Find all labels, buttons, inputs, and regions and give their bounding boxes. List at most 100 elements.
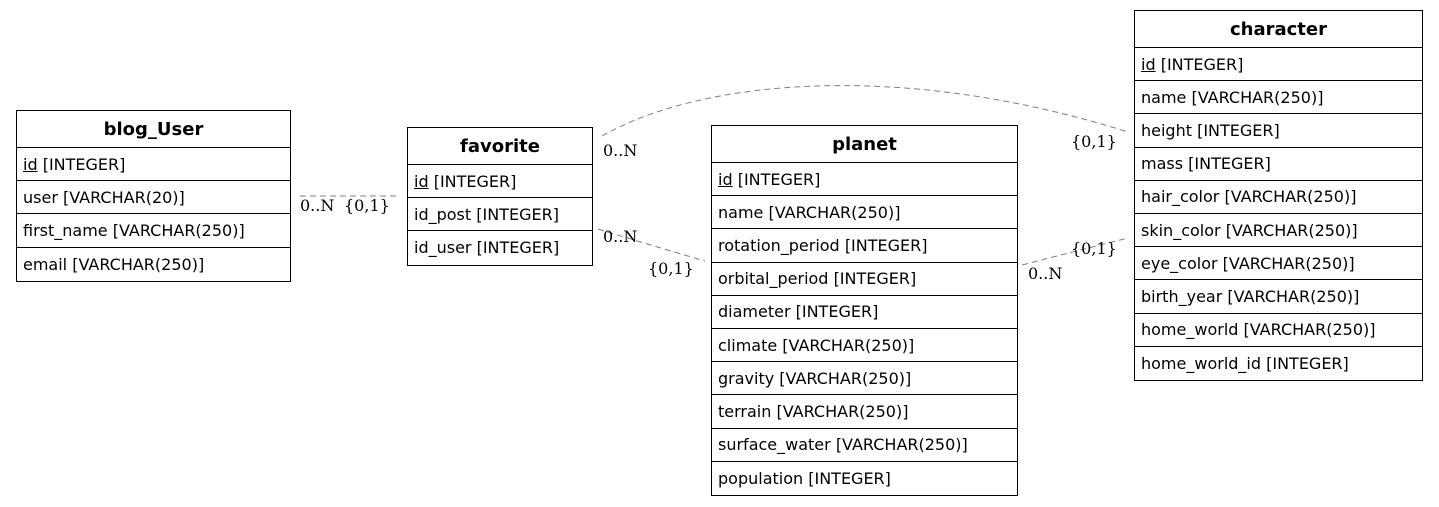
field-row[interactable]: email [VARCHAR(250)] <box>17 248 290 281</box>
field-type: [INTEGER] <box>42 154 126 174</box>
field-type: [VARCHAR(250)] <box>776 401 909 421</box>
field-row[interactable]: climate [VARCHAR(250)] <box>712 329 1017 363</box>
field-type: [INTEGER] <box>737 169 821 189</box>
field-name: id <box>414 171 429 191</box>
field-row[interactable]: gravity [VARCHAR(250)] <box>712 362 1017 396</box>
card-favorite-planet-to: {0,1} <box>648 259 694 278</box>
edge-favorite-character <box>601 85 1129 137</box>
field-name: id <box>718 169 733 189</box>
field-row[interactable]: orbital_period [INTEGER] <box>712 263 1017 296</box>
field-name: birth_year <box>1141 286 1223 306</box>
field-row[interactable]: mass [INTEGER] <box>1135 148 1422 181</box>
field-row[interactable]: skin_color [VARCHAR(250)] <box>1135 214 1422 248</box>
field-type: [INTEGER] <box>844 235 928 255</box>
field-type: [INTEGER] <box>1266 353 1349 373</box>
card-favorite-character-from: 0..N <box>603 141 637 160</box>
field-type: [VARCHAR(250)] <box>835 435 968 455</box>
field-type: [VARCHAR(250)] <box>112 220 245 240</box>
entity-title: character <box>1135 11 1422 48</box>
field-name: id_post <box>414 204 472 224</box>
field-type: [INTEGER] <box>795 302 879 322</box>
field-name: orbital_period <box>718 269 829 289</box>
field-name: id_user <box>414 238 472 258</box>
field-name: skin_color <box>1141 220 1221 240</box>
field-name: id <box>23 154 38 174</box>
edge-favorite-planet <box>597 228 706 262</box>
field-type: [INTEGER] <box>1197 120 1280 140</box>
card-favorite-character-to: {0,1} <box>1071 132 1117 151</box>
field-row[interactable]: id_post [INTEGER] <box>408 198 592 232</box>
field-type: [VARCHAR(250)] <box>1225 220 1358 240</box>
field-name: terrain <box>718 401 772 421</box>
card-planet-character-from: 0..N <box>1028 264 1062 283</box>
field-type: [VARCHAR(250)] <box>782 335 915 355</box>
field-name: home_world_id <box>1141 353 1262 373</box>
field-type: [INTEGER] <box>433 171 517 191</box>
field-row[interactable]: name [VARCHAR(250)] <box>1135 81 1422 115</box>
card-planet-character-to: {0,1} <box>1071 239 1117 258</box>
field-row[interactable]: id [INTEGER] <box>712 163 1017 197</box>
field-row[interactable]: home_world_id [INTEGER] <box>1135 347 1422 380</box>
field-type: [VARCHAR(250)] <box>72 254 205 274</box>
field-type: [INTEGER] <box>1160 54 1244 74</box>
field-type: [VARCHAR(250)] <box>768 202 901 222</box>
field-row[interactable]: height [INTEGER] <box>1135 114 1422 148</box>
field-row[interactable]: population [INTEGER] <box>712 462 1017 495</box>
field-row[interactable]: home_world [VARCHAR(250)] <box>1135 314 1422 347</box>
field-name: id <box>1141 54 1156 74</box>
field-name: home_world <box>1141 320 1239 340</box>
card-blog-user-from: 0..N <box>300 196 334 215</box>
field-name: diameter <box>718 302 791 322</box>
field-row[interactable]: user [VARCHAR(20)] <box>17 181 290 215</box>
field-row[interactable]: surface_water [VARCHAR(250)] <box>712 429 1017 462</box>
field-row[interactable]: hair_color [VARCHAR(250)] <box>1135 181 1422 214</box>
field-row[interactable]: diameter [INTEGER] <box>712 296 1017 329</box>
field-name: mass <box>1141 154 1184 174</box>
field-name: gravity <box>718 368 775 388</box>
field-name: email <box>23 254 68 274</box>
field-row[interactable]: id [INTEGER] <box>1135 48 1422 82</box>
card-blog-user-to: {0,1} <box>344 196 390 215</box>
field-type: [VARCHAR(250)] <box>1224 187 1357 207</box>
entity-title: blog_User <box>17 111 290 148</box>
field-row[interactable]: rotation_period [INTEGER] <box>712 229 1017 263</box>
field-row[interactable]: first_name [VARCHAR(250)] <box>17 214 290 248</box>
field-row[interactable]: eye_color [VARCHAR(250)] <box>1135 247 1422 281</box>
field-type: [INTEGER] <box>808 468 891 488</box>
field-name: name <box>718 202 764 222</box>
field-row[interactable]: id_user [INTEGER] <box>408 231 592 264</box>
field-type: [INTEGER] <box>1188 154 1271 174</box>
field-type: [VARCHAR(250)] <box>1191 87 1324 107</box>
card-favorite-planet-from: 0..N <box>603 227 637 246</box>
field-name: user <box>23 187 58 207</box>
field-type: [VARCHAR(250)] <box>1227 286 1360 306</box>
edge-planet-character <box>1021 237 1129 266</box>
field-type: [VARCHAR(250)] <box>1243 320 1376 340</box>
field-name: hair_color <box>1141 187 1220 207</box>
field-row[interactable]: terrain [VARCHAR(250)] <box>712 395 1017 429</box>
field-row[interactable]: id [INTEGER] <box>17 148 290 182</box>
entity-title: favorite <box>408 128 592 165</box>
field-type: [VARCHAR(250)] <box>779 368 912 388</box>
field-name: eye_color <box>1141 253 1218 273</box>
field-type: [INTEGER] <box>833 269 917 289</box>
field-name: rotation_period <box>718 235 840 255</box>
field-name: name <box>1141 87 1187 107</box>
field-row[interactable]: id [INTEGER] <box>408 165 592 199</box>
field-row[interactable]: birth_year [VARCHAR(250)] <box>1135 280 1422 314</box>
field-type: [VARCHAR(250)] <box>1222 253 1355 273</box>
field-type: [INTEGER] <box>476 204 559 224</box>
field-name: population <box>718 468 804 488</box>
field-name: surface_water <box>718 435 831 455</box>
field-type: [INTEGER] <box>476 238 560 258</box>
field-row[interactable]: name [VARCHAR(250)] <box>712 196 1017 230</box>
field-name: climate <box>718 335 778 355</box>
field-type: [VARCHAR(20)] <box>63 187 185 207</box>
field-name: height <box>1141 120 1192 140</box>
field-name: first_name <box>23 220 108 240</box>
